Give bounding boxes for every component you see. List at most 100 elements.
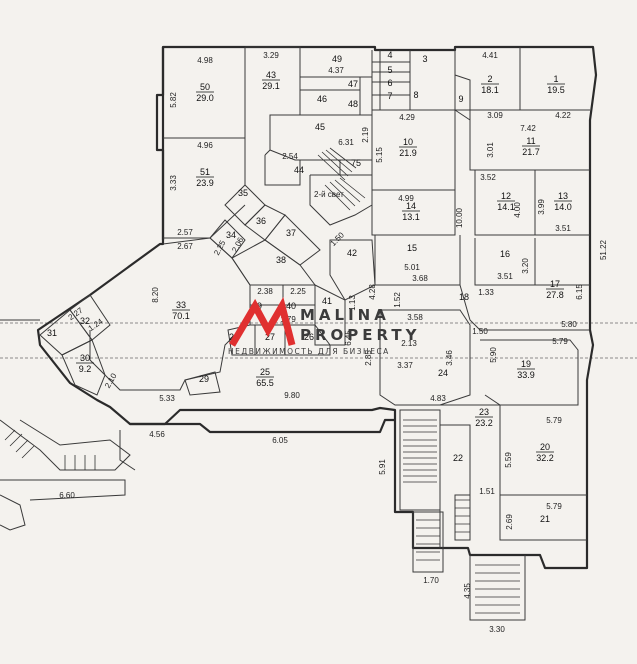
stair-bottom-right <box>469 555 526 621</box>
room-number: 12 <box>501 191 511 201</box>
dimension-label: 1.52 <box>393 292 402 308</box>
room-area: 14.0 <box>554 202 572 212</box>
dimension-label: 3.52 <box>480 173 496 182</box>
room-number: 16 <box>500 249 510 259</box>
room-number: 26 <box>304 332 314 342</box>
room-area: 70.1 <box>172 311 190 321</box>
room-5: 5 <box>387 65 392 75</box>
dimension-label: 4.00 <box>513 202 522 218</box>
room-number: 33 <box>176 300 186 310</box>
room-29: 29 <box>199 374 209 384</box>
dimension-label: 9.80 <box>284 391 300 400</box>
dimension-label: 5.59 <box>504 452 513 468</box>
room-number: 11 <box>526 136 535 146</box>
room-number: 10 <box>403 137 413 147</box>
room-31: 31 <box>47 328 57 338</box>
room-number: 4 <box>387 50 392 60</box>
dimension-label: 5.33 <box>159 394 175 403</box>
room-number: 13 <box>558 191 568 201</box>
room-34: 34 <box>226 230 236 240</box>
dimension-label: 5.79 <box>546 416 562 425</box>
dimension-label: 4.28 <box>368 284 377 300</box>
room-number: 36 <box>256 216 266 226</box>
dimension-label: 6.45 <box>344 330 353 346</box>
room-area: 14.1 <box>497 202 515 212</box>
room-number: 30 <box>80 353 90 363</box>
room-number: 48 <box>348 99 358 109</box>
room-75: 75 <box>351 158 361 168</box>
dimension-label: 1.51 <box>479 487 495 496</box>
room-number: 1 <box>553 74 558 84</box>
room-number: 51 <box>200 167 210 177</box>
stair-bottom-center <box>399 409 444 573</box>
room-3: 3 <box>422 54 427 64</box>
dimension-label: 4.37 <box>328 66 344 75</box>
room-number: 41 <box>322 296 332 306</box>
room-8: 8 <box>413 90 418 100</box>
dimension-label: 5.82 <box>169 92 178 108</box>
room-27: 27 <box>265 332 275 342</box>
dimension-label: 1.70 <box>423 576 439 585</box>
room-number: 18 <box>459 292 469 302</box>
room-47: 47 <box>348 79 358 89</box>
room-number: 25 <box>260 367 270 377</box>
stair-room-22 <box>454 494 471 541</box>
room-number: 14 <box>406 201 416 211</box>
room-15: 15 <box>407 243 417 253</box>
room-area: 32.2 <box>536 453 554 463</box>
room-area: 29.1 <box>262 81 280 91</box>
stair-central <box>317 147 366 211</box>
room-number: 37 <box>286 228 296 238</box>
room-number: 5 <box>387 65 392 75</box>
room-26: 26 <box>304 332 314 342</box>
dimension-label: 2.19 <box>361 127 370 143</box>
room-9: 9 <box>458 94 463 104</box>
dimension-label: 2.38 <box>257 287 273 296</box>
dimension-label: 2.57 <box>177 228 193 237</box>
room-32: 32 <box>80 316 90 326</box>
dimension-label: 6.60 <box>59 491 75 500</box>
dimension-label: 3.68 <box>412 274 428 283</box>
room-2: 218.1 <box>481 74 499 95</box>
room-16: 16 <box>500 249 510 259</box>
dimension-label: 3.51 <box>555 224 571 233</box>
room-area: 65.5 <box>256 378 274 388</box>
dimension-label: 3.51 <box>497 272 513 281</box>
room-area: 27.8 <box>546 290 564 300</box>
dimension-label: 1.50 <box>472 327 488 336</box>
dimension-label: 5.91 <box>378 459 387 475</box>
dimension-label: 5.01 <box>404 263 420 272</box>
room-area: 23.9 <box>196 178 214 188</box>
dimension-label: 2.54 <box>282 152 298 161</box>
room-number: 35 <box>238 188 248 198</box>
room-36: 36 <box>256 216 266 226</box>
stair-left-exterior <box>0 419 131 531</box>
stairs <box>0 147 526 621</box>
room-46: 46 <box>317 94 327 104</box>
room-4: 4 <box>387 50 392 60</box>
second-light-label: 2-й свет <box>314 190 344 199</box>
room-22: 22 <box>453 453 463 463</box>
room-number: 47 <box>348 79 358 89</box>
room-area: 33.9 <box>517 370 535 380</box>
watermark-line2: PROPERTY <box>300 326 421 344</box>
dimension-label: 5.90 <box>489 347 498 363</box>
room-number: 19 <box>521 359 531 369</box>
room-area: 29.0 <box>196 93 214 103</box>
dimension-label: 5.15 <box>375 147 384 163</box>
dimension-label: 3.33 <box>169 175 178 191</box>
room-number: 3 <box>422 54 427 64</box>
dimension-label: 3.29 <box>263 51 279 60</box>
room-35: 35 <box>238 188 248 198</box>
watermark-line3: НЕДВИЖИМОСТЬ ДЛЯ БИЗНЕСА <box>228 347 390 356</box>
room-area: 19.5 <box>547 85 565 95</box>
